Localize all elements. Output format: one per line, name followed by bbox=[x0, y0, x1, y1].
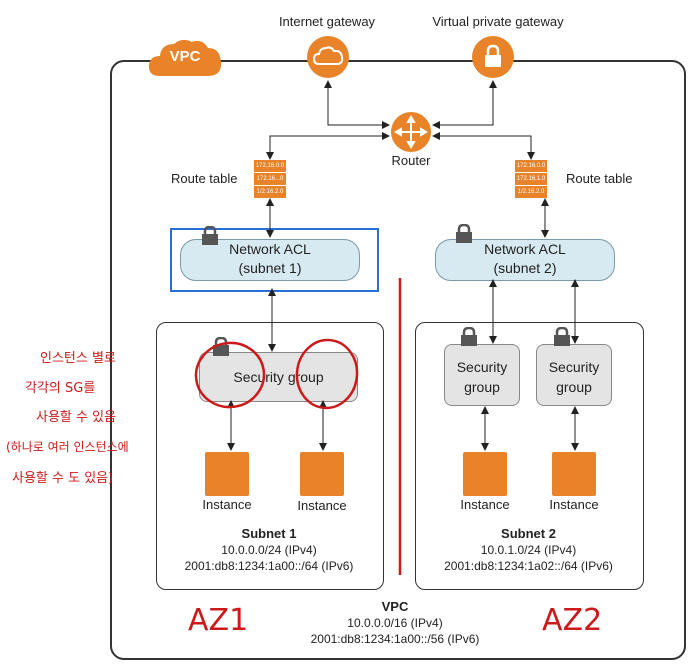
lock-icon bbox=[485, 44, 501, 67]
igw-router-arrow bbox=[324, 80, 390, 129]
sg-label-line1: Security bbox=[548, 359, 600, 375]
sg-annotation-circle bbox=[194, 341, 266, 409]
sg-label-line2: group bbox=[464, 379, 500, 395]
sg-annotation-circle bbox=[295, 338, 359, 410]
virtual-private-gateway-label: Virtual private gateway bbox=[432, 14, 564, 29]
router-rt1-arrow bbox=[266, 132, 390, 160]
vpc-boundary bbox=[110, 60, 686, 660]
route-table-2: 172.16.0.0 172.16.1.0 1/2.16.2.0 bbox=[515, 160, 547, 198]
route-table-row: 172.16.0.0 bbox=[254, 160, 286, 172]
vpc-title: VPC bbox=[381, 599, 409, 614]
subnet-2-ipv6: 2001:db8:1234:1a02::/64 (IPv6) bbox=[444, 559, 613, 573]
az1-label: AZ1 bbox=[188, 603, 249, 638]
sg-label-line1: Security bbox=[456, 359, 508, 375]
route-table-row: 172.16.1.0 bbox=[515, 173, 547, 185]
note-line: 각각의 SG를 bbox=[25, 381, 96, 396]
route-table-row: 172.16.0.0 bbox=[515, 160, 547, 172]
note-line: 인스턴스 별로 bbox=[40, 351, 116, 366]
security-group-lock-icon bbox=[213, 337, 229, 356]
subnet-1-info: Subnet 1 10.0.0.0/24 (IPv4) 2001:db8:123… bbox=[160, 526, 378, 574]
internet-gateway-label: Internet gateway bbox=[278, 14, 376, 29]
instance-icon bbox=[205, 452, 249, 496]
router-label: Router bbox=[391, 153, 431, 168]
security-group-subnet-1: Security group bbox=[199, 352, 358, 402]
router-icon bbox=[391, 112, 431, 152]
route-table-row: 1/2.16.2.0 bbox=[254, 186, 286, 198]
vpc-info: VPC 10.0.0.0/16 (IPv4) 2001:db8:1234:1a0… bbox=[270, 599, 520, 647]
security-group-subnet-2a: Security group bbox=[444, 344, 520, 406]
instance-label: Instance bbox=[297, 498, 347, 513]
subnet-1-ipv6: 2001:db8:1234:1a00::/64 (IPv6) bbox=[184, 559, 354, 573]
acl-lock-icon bbox=[456, 224, 472, 243]
router-arrows-icon bbox=[394, 115, 428, 149]
subnet-2-info: Subnet 2 10.0.1.0/24 (IPv4) 2001:db8:123… bbox=[419, 526, 638, 574]
vpc-ipv6: 2001:db8:1234:1a00::/56 (IPv6) bbox=[310, 632, 480, 646]
cloud-icon bbox=[312, 46, 344, 65]
instance-label: Instance bbox=[202, 497, 252, 512]
route-table-row: 1/2.16.2.0 bbox=[515, 186, 547, 198]
acl-subtitle: (subnet 2) bbox=[493, 260, 557, 276]
az2-label: AZ2 bbox=[542, 603, 603, 638]
sg-label-line2: group bbox=[556, 379, 592, 395]
instance-icon bbox=[552, 452, 596, 496]
network-acl-subnet-2: Network ACL (subnet 2) bbox=[435, 239, 615, 281]
acl-lock-icon bbox=[202, 226, 218, 245]
internet-gateway-icon bbox=[307, 36, 349, 78]
subnet-1-ipv4: 10.0.0.0/24 (IPv4) bbox=[221, 543, 317, 557]
note-line: 사용할 수 있음 bbox=[36, 410, 117, 425]
subnet-2-title: Subnet 2 bbox=[501, 526, 556, 541]
instance-icon bbox=[463, 452, 507, 496]
vpc-badge-label: VPC bbox=[169, 48, 201, 65]
acl-title: Network ACL bbox=[484, 241, 566, 257]
instance-label: Instance bbox=[549, 497, 599, 512]
route-table-label-1: Route table bbox=[171, 171, 238, 186]
router-rt2-arrow bbox=[432, 132, 535, 160]
vpc-cloud-icon bbox=[148, 39, 222, 76]
security-group-lock-icon bbox=[554, 327, 570, 346]
route-table-label-2: Route table bbox=[566, 171, 633, 186]
route-table-1: 172.16.0.0 172.16...0 1/2.16.2.0 bbox=[254, 160, 286, 198]
acl-subtitle: (subnet 1) bbox=[238, 260, 302, 276]
security-group-lock-icon bbox=[461, 327, 477, 346]
subnet-2-ipv4: 10.0.1.0/24 (IPv4) bbox=[480, 543, 577, 557]
virtual-private-gateway-icon bbox=[472, 36, 514, 78]
instance-icon bbox=[300, 452, 344, 496]
note-line: 사용할 수 도 있음) bbox=[12, 471, 114, 486]
security-group-subnet-2b: Security group bbox=[536, 344, 612, 406]
acl-title: Network ACL bbox=[229, 241, 311, 257]
network-acl-subnet-1: Network ACL (subnet 1) bbox=[180, 239, 360, 281]
route-table-row: 172.16...0 bbox=[254, 173, 286, 185]
instance-label: Instance bbox=[460, 497, 510, 512]
note-line: (하나로 여러 인스턴스에 bbox=[6, 440, 129, 454]
vgw-router-arrow bbox=[432, 80, 497, 129]
vpc-ipv4: 10.0.0.0/16 (IPv4) bbox=[347, 616, 443, 630]
subnet-1-title: Subnet 1 bbox=[241, 526, 297, 541]
